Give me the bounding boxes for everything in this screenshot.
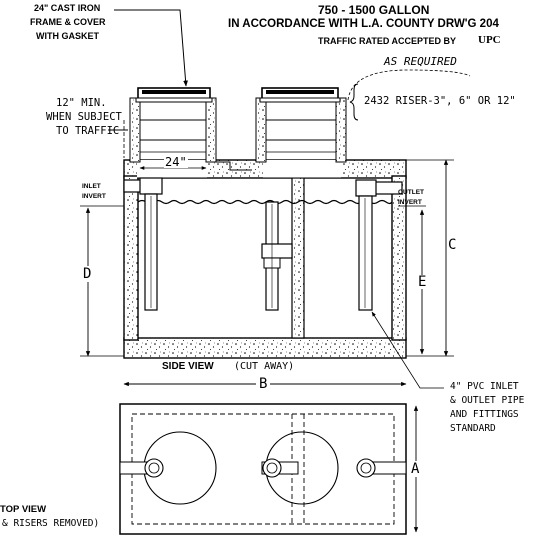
callout-inlet-invert-1: INLET [82, 183, 101, 190]
baffle-tee-pipe [261, 201, 293, 311]
callout-cast-iron-2: FRAME & COVER [30, 17, 106, 27]
callout-min-cover-2: WHEN SUBJECT [46, 111, 122, 123]
dim-b-label: B [256, 377, 271, 391]
tank-floor [123, 337, 407, 359]
callout-cast-iron-1: 24" CAST IRON [34, 3, 101, 13]
tank-side-view [123, 87, 407, 359]
callout-outlet-invert-2: INVERT [398, 199, 422, 206]
water-line [137, 199, 393, 205]
riser-left [129, 97, 217, 163]
callout-min-cover-3: TO TRAFFIC [56, 125, 120, 137]
cover-left [135, 87, 213, 103]
cover-right [259, 87, 341, 103]
top-view-label: TOP VIEW [0, 504, 47, 515]
riser-right [255, 97, 347, 163]
side-view-label: SIDE VIEW [162, 361, 214, 372]
callout-min-cover-1: 12" MIN. [56, 97, 107, 109]
risers-removed-label: & RISERS REMOVED) [2, 518, 100, 529]
cut-away-label: (CUT AWAY) [234, 361, 295, 372]
outlet-pipe [355, 179, 403, 311]
dim-e-label: E [417, 274, 428, 290]
callout-as-required: AS REQUIRED [384, 55, 457, 68]
tank-left-wall [123, 175, 139, 341]
dim-d-label: D [82, 266, 93, 282]
title-gallons: 750 - 1500 GALLON [318, 3, 430, 17]
callout-inlet-invert-2: INVERT [82, 193, 106, 200]
callout-outlet-invert-1: OUTLET [398, 189, 424, 196]
as-required-bracket [349, 83, 359, 121]
title-county-drawing: IN ACCORDANCE WITH L.A. COUNTY DRW'G 204 [228, 18, 499, 30]
callout-cast-iron-3: WITH GASKET [36, 31, 99, 41]
upc-mark: UPC [478, 34, 501, 46]
inlet-pipe [123, 177, 163, 311]
callout-pvc-4: STANDARD [450, 423, 496, 434]
tank-right-wall [391, 175, 407, 341]
callout-pvc-1: 4" PVC INLET [450, 381, 519, 392]
leader-pvc [371, 311, 444, 389]
callout-riser: 2432 RISER-3", 6" OR 12" [364, 95, 516, 107]
title-traffic-rated: TRAFFIC RATED ACCEPTED BY [318, 36, 456, 46]
callout-pvc-2: & OUTLET PIPE [450, 395, 525, 406]
dim-c-label: C [448, 237, 457, 253]
callout-manhole-dim: 24" [164, 155, 188, 169]
tank-top-view [119, 403, 407, 535]
leader-cast-iron [114, 9, 188, 87]
dim-a-label: A [411, 461, 420, 477]
callout-pvc-3: AND FITTINGS [450, 409, 519, 420]
